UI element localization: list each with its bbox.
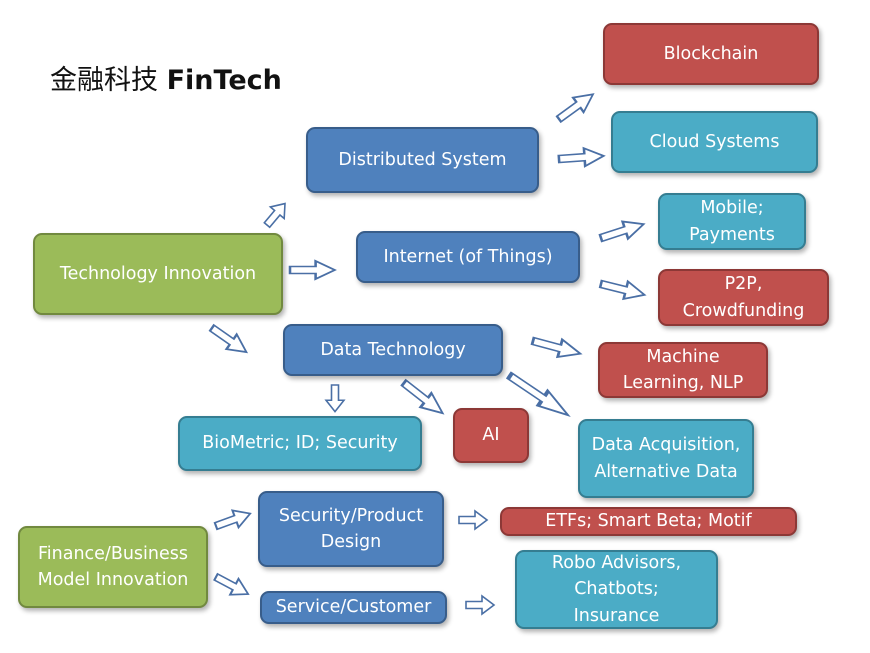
- node-label: AI: [482, 425, 500, 446]
- node-p2p-crowdfunding: P2P, Crowdfunding: [658, 269, 829, 326]
- title-chinese: 金融科技: [50, 65, 158, 96]
- node-cloud-systems: Cloud Systems: [611, 111, 818, 173]
- node-ai: AI: [453, 408, 529, 463]
- arrow-tech-to-internet: [288, 259, 337, 281]
- node-distributed-system: Distributed System: [306, 127, 539, 193]
- arrow-tech-to-distributed: [259, 196, 293, 232]
- node-blockchain: Blockchain: [603, 23, 819, 85]
- node-data-technology: Data Technology: [283, 324, 503, 376]
- node-label: Mobile; Payments: [689, 198, 775, 245]
- arrow-service-to-robo: [465, 595, 495, 615]
- page-title: 金融科技 FinTech: [50, 58, 282, 97]
- node-technology-innovation: Technology Innovation: [33, 233, 283, 315]
- arrow-finance-to-security: [211, 504, 255, 536]
- arrow-security-to-etfs: [458, 510, 488, 530]
- arrow-distributed-to-blockchain: [552, 85, 600, 128]
- arrow-internet-to-mobile: [596, 214, 648, 248]
- node-label: Technology Innovation: [59, 263, 257, 284]
- node-label: Data Technology: [320, 339, 466, 360]
- node-biometric-id-security: BioMetric; ID; Security: [178, 416, 422, 471]
- node-label: Robo Advisors, Chatbots; Insurance: [551, 553, 682, 626]
- node-machine-learning-nlp: Machine Learning, NLP: [598, 342, 768, 398]
- node-label: Service/Customer: [275, 597, 432, 618]
- node-etfs-smart-beta-motif: ETFs; Smart Beta; Motif: [500, 507, 797, 536]
- node-label: Data Acquisition, Alternative Data: [591, 435, 741, 482]
- title-english: FinTech: [166, 65, 282, 96]
- node-label: P2P, Crowdfunding: [682, 274, 805, 321]
- node-label: Distributed System: [338, 149, 507, 170]
- node-label: BioMetric; ID; Security: [202, 433, 398, 454]
- arrow-internet-to-p2p: [597, 274, 648, 305]
- node-mobile-payments: Mobile; Payments: [658, 193, 806, 250]
- node-label: Cloud Systems: [649, 131, 780, 152]
- node-robo-advisors: Robo Advisors, Chatbots; Insurance: [515, 550, 718, 629]
- node-label: Security/Product Design: [278, 505, 424, 552]
- node-service-customer: Service/Customer: [260, 591, 447, 624]
- node-data-acquisition: Data Acquisition, Alternative Data: [578, 419, 754, 498]
- arrow-data-to-ai: [397, 374, 450, 422]
- node-security-product-design: Security/Product Design: [258, 491, 444, 567]
- node-label: Blockchain: [663, 43, 759, 64]
- arrow-data-to-ml: [529, 330, 585, 364]
- arrow-tech-to-data: [205, 319, 253, 361]
- arrow-distributed-to-cloud: [557, 145, 606, 170]
- node-label: Finance/Business Model Innovation: [37, 543, 189, 590]
- node-label: Machine Learning, NLP: [622, 346, 744, 393]
- arrow-finance-to-service: [210, 568, 254, 604]
- node-internet-of-things: Internet (of Things): [356, 231, 580, 283]
- node-label: ETFs; Smart Beta; Motif: [545, 511, 752, 532]
- node-label: Internet (of Things): [383, 246, 553, 267]
- node-finance-business-model-innovation: Finance/Business Model Innovation: [18, 526, 208, 608]
- arrow-data-to-biometric: [325, 384, 345, 413]
